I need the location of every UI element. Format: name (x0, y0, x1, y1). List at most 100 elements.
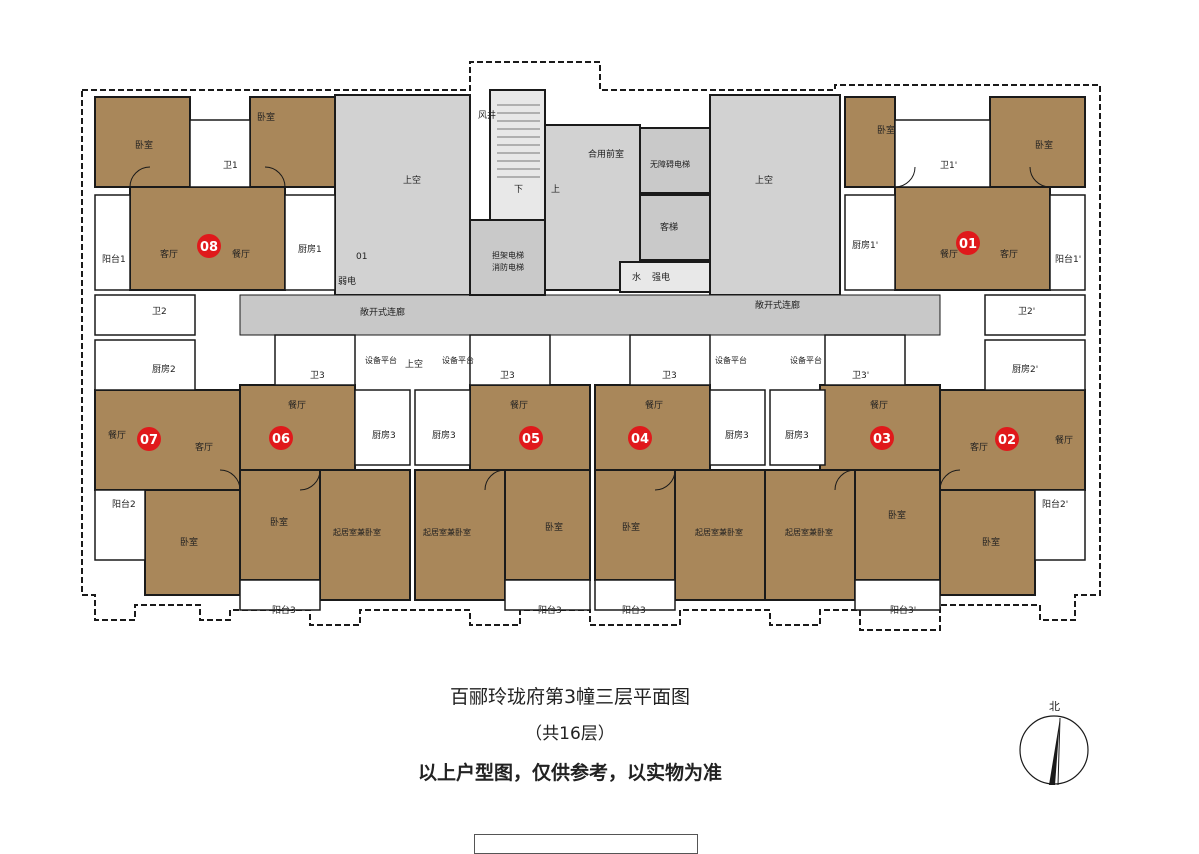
unit-badge-05 (519, 426, 543, 450)
label-balcony2p: 阳台2' (1042, 498, 1068, 510)
unit-badge-01 (956, 231, 980, 255)
room-07-living (94, 389, 241, 491)
label-bedroom: 卧室 (622, 521, 640, 533)
label-toilet3: 卫3 (500, 371, 515, 381)
room-03-livebed (764, 469, 856, 601)
label-down: 下 (514, 185, 523, 195)
unit-badges: 08 01 07 06 05 04 03 02 (137, 231, 1019, 451)
service-labels: 卫1 卫1' 厨房1 厨房1' 弱电 01 阳台1 阳台1' 卫2 卫2' 厨房… (102, 161, 1081, 616)
svg-text:03: 03 (873, 432, 891, 447)
label-toilet3: 卫3 (310, 371, 325, 381)
label-dining: 餐厅 (940, 248, 958, 260)
corridor (239, 294, 941, 336)
label-bedroom: 卧室 (270, 516, 288, 528)
label-toilet1: 卫1 (223, 161, 238, 171)
label-toilet3: 卫3 (662, 371, 677, 381)
label-balcony3p: 阳台3' (890, 604, 916, 616)
unit-badge-07 (137, 427, 161, 451)
label-dining: 餐厅 (232, 248, 250, 260)
room-06-livebed (319, 469, 411, 601)
service-rooms (94, 119, 1086, 611)
label-dining: 餐厅 (1055, 434, 1073, 446)
svg-text:04: 04 (631, 432, 649, 447)
unit-badge-04 (628, 426, 652, 450)
room-06-dining (239, 384, 356, 476)
label-air-shaft: 风井 (478, 109, 496, 121)
label-balcony2: 阳台2 (112, 498, 136, 510)
label-water: 水 (632, 271, 641, 283)
label-kitchen3: 厨房3 (725, 429, 749, 441)
room-05-bedroom (504, 469, 591, 581)
label-dining: 餐厅 (288, 399, 306, 411)
label-living: 客厅 (970, 441, 988, 453)
page-subtitle: （共16层） (525, 724, 615, 744)
label-livebed: 起居室兼卧室 (695, 527, 743, 537)
label-kitchen3: 厨房3 (785, 429, 809, 441)
void-left (334, 94, 471, 296)
label-kitchen2p: 厨房2' (1012, 363, 1038, 375)
room-04-bedroom (594, 469, 676, 581)
label-corridor-left: 敞开式连廊 (360, 306, 405, 318)
label-balcony3: 阳台3 (272, 604, 296, 616)
label-bedroom: 卧室 (135, 139, 153, 151)
label-toilet1p: 卫1' (940, 161, 957, 171)
core-labels: 上空 上空 敞开式连廊 敞开式连廊 合用前室 无障碍电梯 客梯 担架电梯 消防电… (360, 109, 800, 318)
label-elevator-fire: 消防电梯 (492, 262, 524, 272)
label-balcony1: 阳台1 (102, 253, 126, 265)
label-toilet2: 卫2 (152, 307, 167, 317)
label-livebed: 起居室兼卧室 (423, 527, 471, 537)
label-bedroom: 卧室 (1035, 139, 1053, 151)
label-elevator-stretcher: 担架电梯 (492, 250, 524, 260)
label-livebed: 起居室兼卧室 (333, 527, 381, 537)
label-bedroom: 卧室 (877, 124, 895, 136)
label-dining: 餐厅 (510, 399, 528, 411)
label-living: 客厅 (195, 441, 213, 453)
label-elevator-barrier-free: 无障碍电梯 (650, 159, 690, 169)
label-bedroom: 卧室 (257, 111, 275, 123)
door-swings (129, 166, 1051, 491)
label-kitchen3: 厨房3 (372, 429, 396, 441)
label-kitchen1p: 厨房1' (852, 239, 878, 251)
room-08-bedroom-a (94, 96, 191, 188)
label-balcony3: 阳台3 (538, 604, 562, 616)
label-living: 客厅 (1000, 248, 1018, 260)
void-right (709, 94, 841, 296)
room-08-bedroom-b (249, 96, 336, 188)
bottom-frame (474, 834, 698, 854)
label-power: 强电 (652, 271, 670, 283)
label-balcony3: 阳台3 (622, 604, 646, 616)
svg-text:05: 05 (522, 432, 540, 447)
room-04-dining (594, 384, 711, 476)
label-bedroom: 卧室 (888, 509, 906, 521)
label-kitchen2: 厨房2 (152, 363, 176, 375)
svg-text:06: 06 (272, 432, 290, 447)
label-toilet2p: 卫2' (1018, 307, 1035, 317)
label-void-left: 上空 (403, 174, 421, 186)
room-01-bedroom-a (844, 96, 896, 188)
north-arrow-icon (1019, 715, 1089, 786)
label-dining: 餐厅 (870, 399, 888, 411)
svg-text:01: 01 (959, 237, 977, 252)
label-bedroom: 卧室 (180, 536, 198, 548)
label-dining: 餐厅 (108, 429, 126, 441)
label-balcony1p: 阳台1' (1055, 253, 1081, 265)
label-up: 上 (551, 184, 560, 195)
label-equip: 设备平台 (790, 355, 822, 365)
label-kitchen1: 厨房1 (298, 243, 322, 255)
stair-core (469, 89, 711, 296)
room-02-bedroom (939, 489, 1036, 596)
stair-treads (497, 104, 540, 178)
label-void: 上空 (405, 358, 423, 370)
label-weak-power: 弱电 (338, 275, 356, 287)
label-toilet3p: 卫3' (852, 371, 869, 381)
unit-badge-02 (995, 427, 1019, 451)
svg-text:07: 07 (140, 433, 158, 448)
label-void-right: 上空 (755, 174, 773, 186)
page-title: 百郦玲珑府第3幢三层平面图 (449, 686, 691, 708)
room-labels: 卧室 卧室 客厅 餐厅 卧室 卧室 餐厅 客厅 餐厅 客厅 卧室 餐厅 卧室 起… (108, 111, 1073, 548)
unit-badge-03 (870, 426, 894, 450)
void-areas (334, 94, 841, 296)
room-05-livebed (414, 469, 506, 601)
label-kitchen3: 厨房3 (432, 429, 456, 441)
